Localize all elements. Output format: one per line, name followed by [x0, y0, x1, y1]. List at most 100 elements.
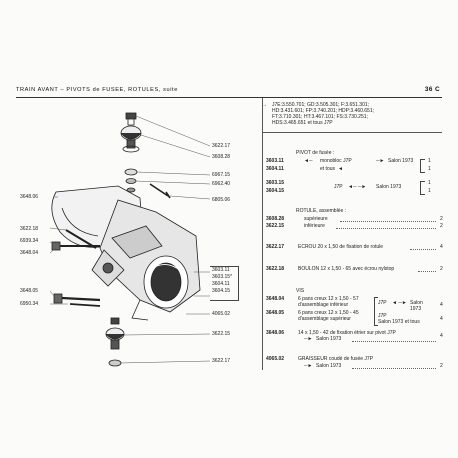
dot-leader — [418, 271, 436, 272]
pivot-monobloc-desc: monobloc J7P — [320, 158, 352, 164]
pivot-salon-note: Salon 1973 — [376, 184, 402, 190]
ref-3622-15: 3622.15 — [212, 331, 231, 337]
arrow-icon: ◄ ─► — [392, 300, 407, 306]
qty: 2 — [440, 266, 443, 272]
ref-3604-11: 3604.11 — [212, 281, 230, 287]
vis-inf-desc: 6 pans creux 12 x 1,50 - 57 — [298, 296, 359, 302]
vis-title: VIS — [296, 288, 305, 294]
applicability-rule — [262, 132, 442, 133]
ref-3622-17-bottom: 3622.17 — [212, 358, 231, 364]
arrow-icon: ◄ — [338, 166, 343, 172]
ref-6950-34: 6950.34 — [20, 301, 39, 307]
ref-6939-34: 6939.34 — [20, 238, 39, 244]
lower-ball-joint — [105, 317, 125, 367]
arrow-icon: → — [262, 102, 267, 108]
qty: 1 — [428, 158, 431, 164]
boulon-desc: BOULON 12 x 1,50 - 65 avec écrou nylstop — [298, 266, 395, 272]
vis-sup-desc2: d'assemblage supérieur — [298, 316, 351, 322]
ref-3603-15: 3603.15* — [212, 274, 233, 280]
rotule-inf-desc: inférieure — [304, 223, 325, 229]
pivot-j7p-desc: J7P — [334, 184, 343, 190]
qty: 4 — [440, 244, 443, 250]
steering-knuckle — [51, 185, 201, 321]
vis-inf-note3: 1973 — [410, 306, 422, 312]
vis-sup-note: J7P — [378, 313, 387, 319]
ecrou-desc: ECROU 20 x 1,50 de fixation de rotule — [298, 244, 384, 250]
pivot-all-desc: et tous — [320, 166, 336, 172]
pivot-title: PIVOT de fusée : — [296, 150, 335, 156]
qty: 4 — [440, 316, 443, 322]
ref-3648-06: 3648.06 — [20, 194, 39, 200]
graisseur-desc: GRAISSEUR coudé de fusée J7P — [298, 356, 374, 362]
ref-3622-15-list: 3622.15 — [266, 223, 285, 229]
ref-3603-11: 3603.11 — [212, 267, 230, 273]
qty: 2 — [440, 223, 443, 229]
qty: 2 — [440, 363, 443, 369]
ref-3648-06-list: 3648.06 — [266, 330, 285, 336]
ref-3648-04-left: 3648.04 — [20, 250, 39, 256]
dot-leader — [352, 368, 436, 369]
ref-4065-02: 4065.02 — [212, 311, 231, 317]
ref-6805-06: 6805.06 — [212, 197, 231, 203]
ref-3608-28: 3608.28 — [212, 154, 231, 160]
arrow-icon: ─► — [304, 336, 313, 342]
ref-3648-05-list: 3648.05 — [266, 310, 285, 316]
rotule-title: ROTULE, assemblée : — [296, 208, 347, 214]
header-rule — [16, 97, 442, 98]
arrow-icon: ◄─ — [304, 158, 313, 164]
upper-ball-joint — [120, 112, 142, 153]
vis-etrier-desc: 14 x 1,50 - 42 de fixation étrier sur pi… — [298, 330, 396, 336]
ref-6962-40: 6962.40 — [212, 181, 231, 187]
pivot-bracket — [420, 159, 425, 173]
vis-inf-desc2: d'assemblage inférieur — [298, 302, 349, 308]
vis-inf-note2: Salon — [410, 300, 423, 306]
arrow-icon: ─► — [376, 158, 385, 164]
applicability-line: HDS:3.465.651 et tous J7P — [272, 120, 333, 126]
vis-sup-note2: Salon 1973 et tous — [378, 319, 420, 325]
ref-4065-02-list: 4065.02 — [266, 356, 285, 362]
rotule-sup-desc: supérieure — [304, 216, 328, 222]
qty: 1 — [428, 180, 431, 186]
ref-3604-15: 3604.15 — [212, 288, 231, 294]
applicability-line: FT:3.710.301; HT:3.467.101; FS:3.730.251… — [272, 114, 368, 120]
ref-3648-05-left: 3648.05 — [20, 288, 39, 294]
ref-3603-15-list: 3603.15 — [266, 180, 285, 186]
pivot-salon-note: Salon 1973 — [388, 158, 414, 164]
qty: 2 — [440, 216, 443, 222]
applicability-block: J7E:3.550.701; GD:3.505.301; F:3.651.301… — [272, 102, 374, 126]
vis-inf-note: J7P — [378, 300, 387, 306]
arrow-icon: ─► — [304, 363, 313, 369]
ref-3608-28-list: 3608.28 — [266, 216, 285, 222]
pivot-bracket — [420, 181, 425, 195]
qty: 1 — [428, 166, 431, 172]
ref-3622-18-list: 3622.18 — [266, 266, 285, 272]
ref-3604-11-list: 3604.11 — [266, 166, 284, 172]
qty: 4 — [440, 333, 443, 339]
page-number: 36 C — [424, 86, 440, 93]
header-title: TRAIN AVANT – PIVOTS de FUSEE, ROTULES, … — [16, 87, 178, 93]
ref-bracket-pivots — [210, 266, 239, 301]
column-divider — [262, 98, 263, 370]
vis-etrier-desc2: Salon 1973 — [316, 336, 342, 342]
ref-3622-17-list: 3622.17 — [266, 244, 285, 250]
applicability-line: HD:3.431.601; FP:3.740.201; HDP:3.460.65… — [272, 108, 375, 114]
dot-leader — [336, 228, 436, 229]
ref-6967-15: 6967.15 — [212, 172, 231, 178]
ref-3603-11-list: 3603.11 — [266, 158, 284, 164]
ref-3622-18: 3622.18 — [20, 226, 39, 232]
ref-3622-17-top: 3622.17 — [212, 143, 231, 149]
qty: 4 — [440, 302, 443, 308]
vis-sup-desc: 6 pans creux 12 x 1,50 - 45 — [298, 310, 359, 316]
page-header: TRAIN AVANT – PIVOTS de FUSEE, ROTULES, … — [16, 85, 442, 97]
dot-leader — [352, 341, 436, 342]
ref-3648-04-list: 3648.04 — [266, 296, 285, 302]
dot-leader — [410, 249, 436, 250]
graisseur-desc2: Salon 1973 — [316, 363, 342, 369]
arrow-icon: ◄─ ─► — [348, 184, 367, 190]
applicability-line: J7E:3.550.701; GD:3.505.301; F:3.651.301… — [272, 102, 370, 108]
dot-leader — [340, 221, 436, 222]
vis-bracket — [374, 297, 378, 326]
qty: 1 — [428, 188, 431, 194]
